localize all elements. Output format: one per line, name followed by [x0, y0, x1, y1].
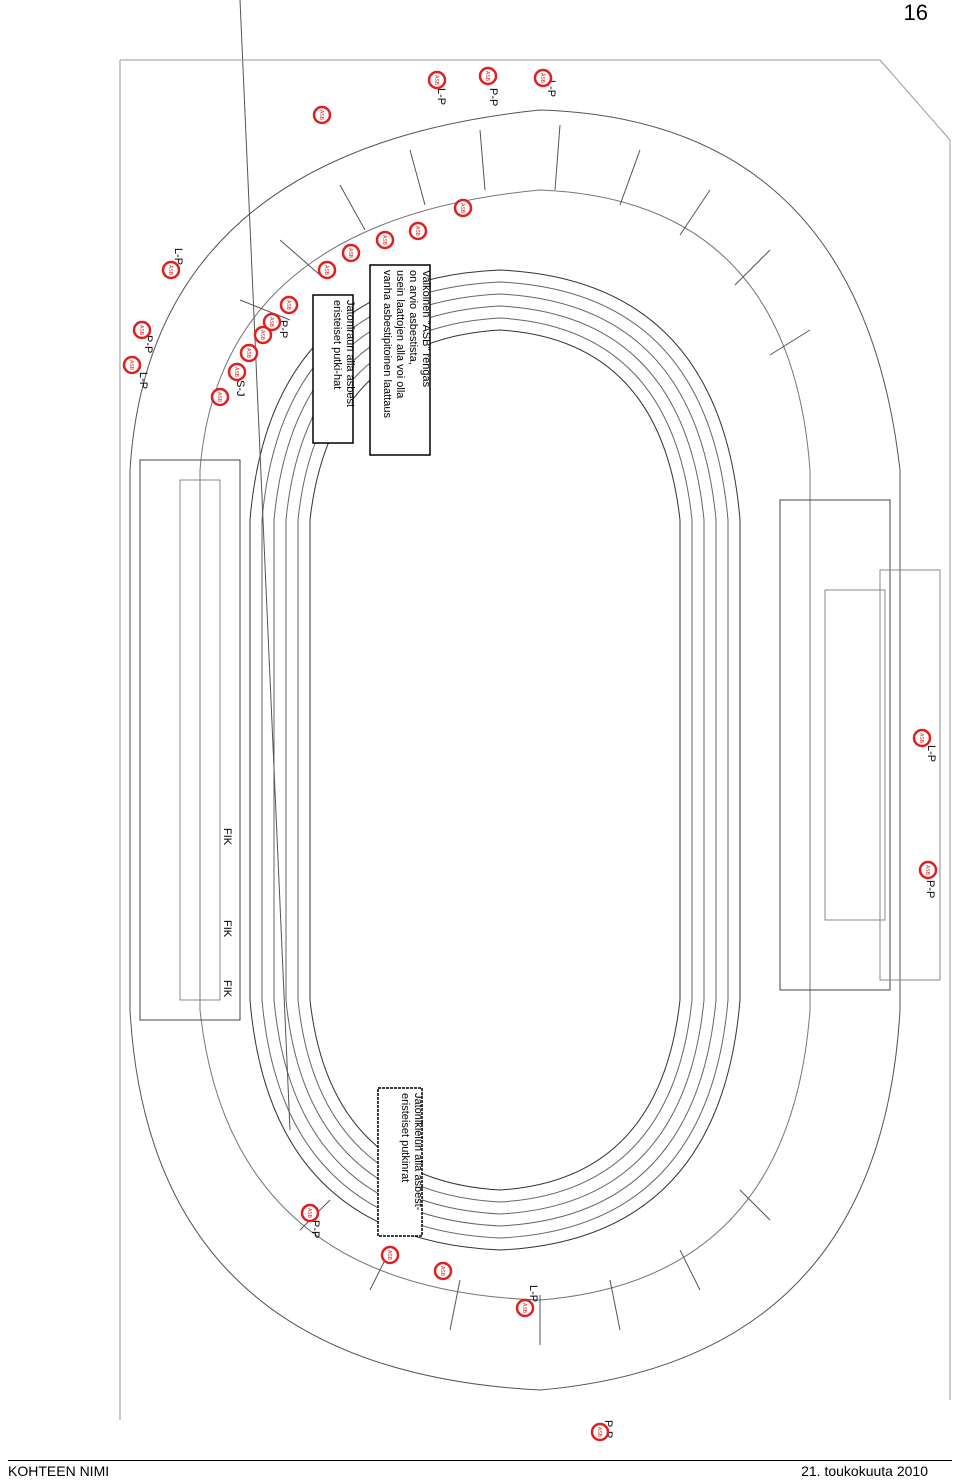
- asb-marker: ASB: [227, 362, 247, 382]
- asb-marker: ASB: [427, 70, 447, 90]
- asb-marker: ASB: [375, 230, 395, 250]
- asb-marker: ASB: [590, 1422, 610, 1442]
- svg-text:ASB: ASB: [216, 392, 222, 403]
- page-number: 16: [903, 0, 928, 25]
- asb-marker: ASB: [433, 1261, 453, 1281]
- svg-text:ASB: ASB: [323, 265, 329, 276]
- label-fik-2: FIK: [221, 920, 233, 938]
- svg-text:ASB: ASB: [259, 330, 265, 341]
- label-pp-3: P-P: [487, 88, 499, 106]
- label-pp-4: P-P: [924, 880, 936, 898]
- footer-rule: [8, 1460, 952, 1461]
- svg-text:ASB: ASB: [414, 226, 420, 237]
- outer-stand-outline: [129, 109, 901, 1391]
- asb-marker: ASB: [408, 221, 428, 241]
- east-building: [779, 499, 891, 991]
- svg-text:ASB: ASB: [268, 317, 274, 328]
- asb-marker: ASB: [341, 243, 361, 263]
- svg-text:ASB: ASB: [596, 1427, 602, 1438]
- note-box-asbestos-ring: Valkoinen "ASB" rengas on arvio asbestis…: [369, 264, 432, 456]
- asb-marker: ASB: [912, 728, 932, 748]
- note-2-line-2: eristeiset putki-hat: [331, 300, 343, 389]
- label-lp-3: L-P: [435, 88, 447, 105]
- asb-marker: ASB: [478, 66, 498, 86]
- svg-text:ASB: ASB: [318, 110, 324, 121]
- svg-text:ASB: ASB: [484, 71, 490, 82]
- asb-marker: ASB: [918, 860, 938, 880]
- svg-text:ASB: ASB: [918, 733, 924, 744]
- svg-text:ASB: ASB: [439, 1266, 445, 1277]
- svg-text:ASB: ASB: [245, 348, 251, 359]
- main-stand: [139, 459, 241, 1021]
- asb-marker: ASB: [453, 198, 473, 218]
- note-3-line-2: eristeiset putkinrat: [399, 1093, 411, 1182]
- svg-text:Valkoinen "ASB" rengas o: Valkoinen "ASB" rengas on arvio asbestis…: [381, 270, 432, 418]
- svg-text:ASB: ASB: [306, 1208, 312, 1219]
- asb-marker: ASB: [210, 387, 230, 407]
- svg-text:ASB: ASB: [433, 75, 439, 86]
- asb-marker: ASB: [380, 1245, 400, 1265]
- note-1-line-3: usein laattojen alla voi olla: [394, 270, 406, 399]
- asb-marker: ASB: [533, 68, 553, 88]
- label-sj-1: S-J: [234, 380, 246, 397]
- label-pp-1: P-P: [142, 335, 154, 353]
- svg-text:ASB: ASB: [138, 325, 144, 336]
- note-box-pipe-insulation-bottom: Jatonikielun alla asbest- eristeiset put…: [377, 1087, 424, 1237]
- svg-text:Jatonikielun alla asbest-: Jatonikielun alla asbest- eristeiset put…: [399, 1093, 424, 1213]
- asb-marker: ASB: [317, 260, 337, 280]
- note-3-line-1: Jatonikielun alla asbest-: [412, 1093, 424, 1211]
- svg-text:ASB: ASB: [381, 235, 387, 246]
- asb-marker: ASB: [122, 355, 142, 375]
- label-fik-1: FIK: [221, 828, 233, 846]
- svg-text:ASB: ASB: [924, 865, 930, 876]
- note-1-line-2: on arvio asbestista,: [407, 270, 419, 365]
- asb-marker: ASB: [300, 1203, 320, 1223]
- label-lp-2: L-P: [137, 372, 149, 389]
- label-lp-5: L-P: [925, 745, 937, 762]
- asb-marker: ASB: [312, 105, 332, 125]
- label-pp-5: P-P: [309, 1220, 321, 1238]
- svg-text:ASB: ASB: [539, 73, 545, 84]
- svg-text:ASB: ASB: [347, 248, 353, 259]
- asb-marker: ASB: [279, 295, 299, 315]
- svg-text:ASB: ASB: [386, 1250, 392, 1261]
- svg-text:ASB: ASB: [128, 360, 134, 371]
- svg-text:ASB: ASB: [521, 1303, 527, 1314]
- note-1-line-4: vanha asbestipitoinen laattaus: [381, 270, 393, 418]
- label-lp-6: L-P: [527, 1285, 539, 1302]
- asb-marker: ASB: [515, 1298, 535, 1318]
- note-2-line-1: Jatoniraun alla asbest: [344, 300, 356, 407]
- svg-text:ASB: ASB: [285, 300, 291, 311]
- asb-marker: ASB: [132, 320, 152, 340]
- svg-text:ASB: ASB: [233, 367, 239, 378]
- footer-project-name: KOHTEEN NIMI: [8, 1463, 110, 1479]
- svg-text:Jatoniraun alla asbest e: Jatoniraun alla asbest eristeiset putki-…: [331, 300, 356, 410]
- label-fik-3: FIK: [221, 980, 233, 998]
- label-lp-1: L-P: [172, 248, 184, 265]
- inner-stand-outline: [199, 189, 811, 1301]
- asb-marker: ASB: [262, 312, 282, 332]
- footer-date: 21. toukokuuta 2010: [801, 1463, 928, 1479]
- svg-text:ASB: ASB: [167, 265, 173, 276]
- note-1-line-1: Valkoinen "ASB" rengas: [420, 270, 432, 388]
- asb-marker: ASB: [239, 343, 259, 363]
- track-lane-inner: [309, 329, 681, 1191]
- svg-text:ASB: ASB: [459, 203, 465, 214]
- asb-marker: ASB: [253, 325, 273, 345]
- note-box-pipe-insulation-top: Jatoniraun alla asbest eristeiset putki-…: [312, 294, 356, 444]
- asb-marker: ASB: [161, 260, 181, 280]
